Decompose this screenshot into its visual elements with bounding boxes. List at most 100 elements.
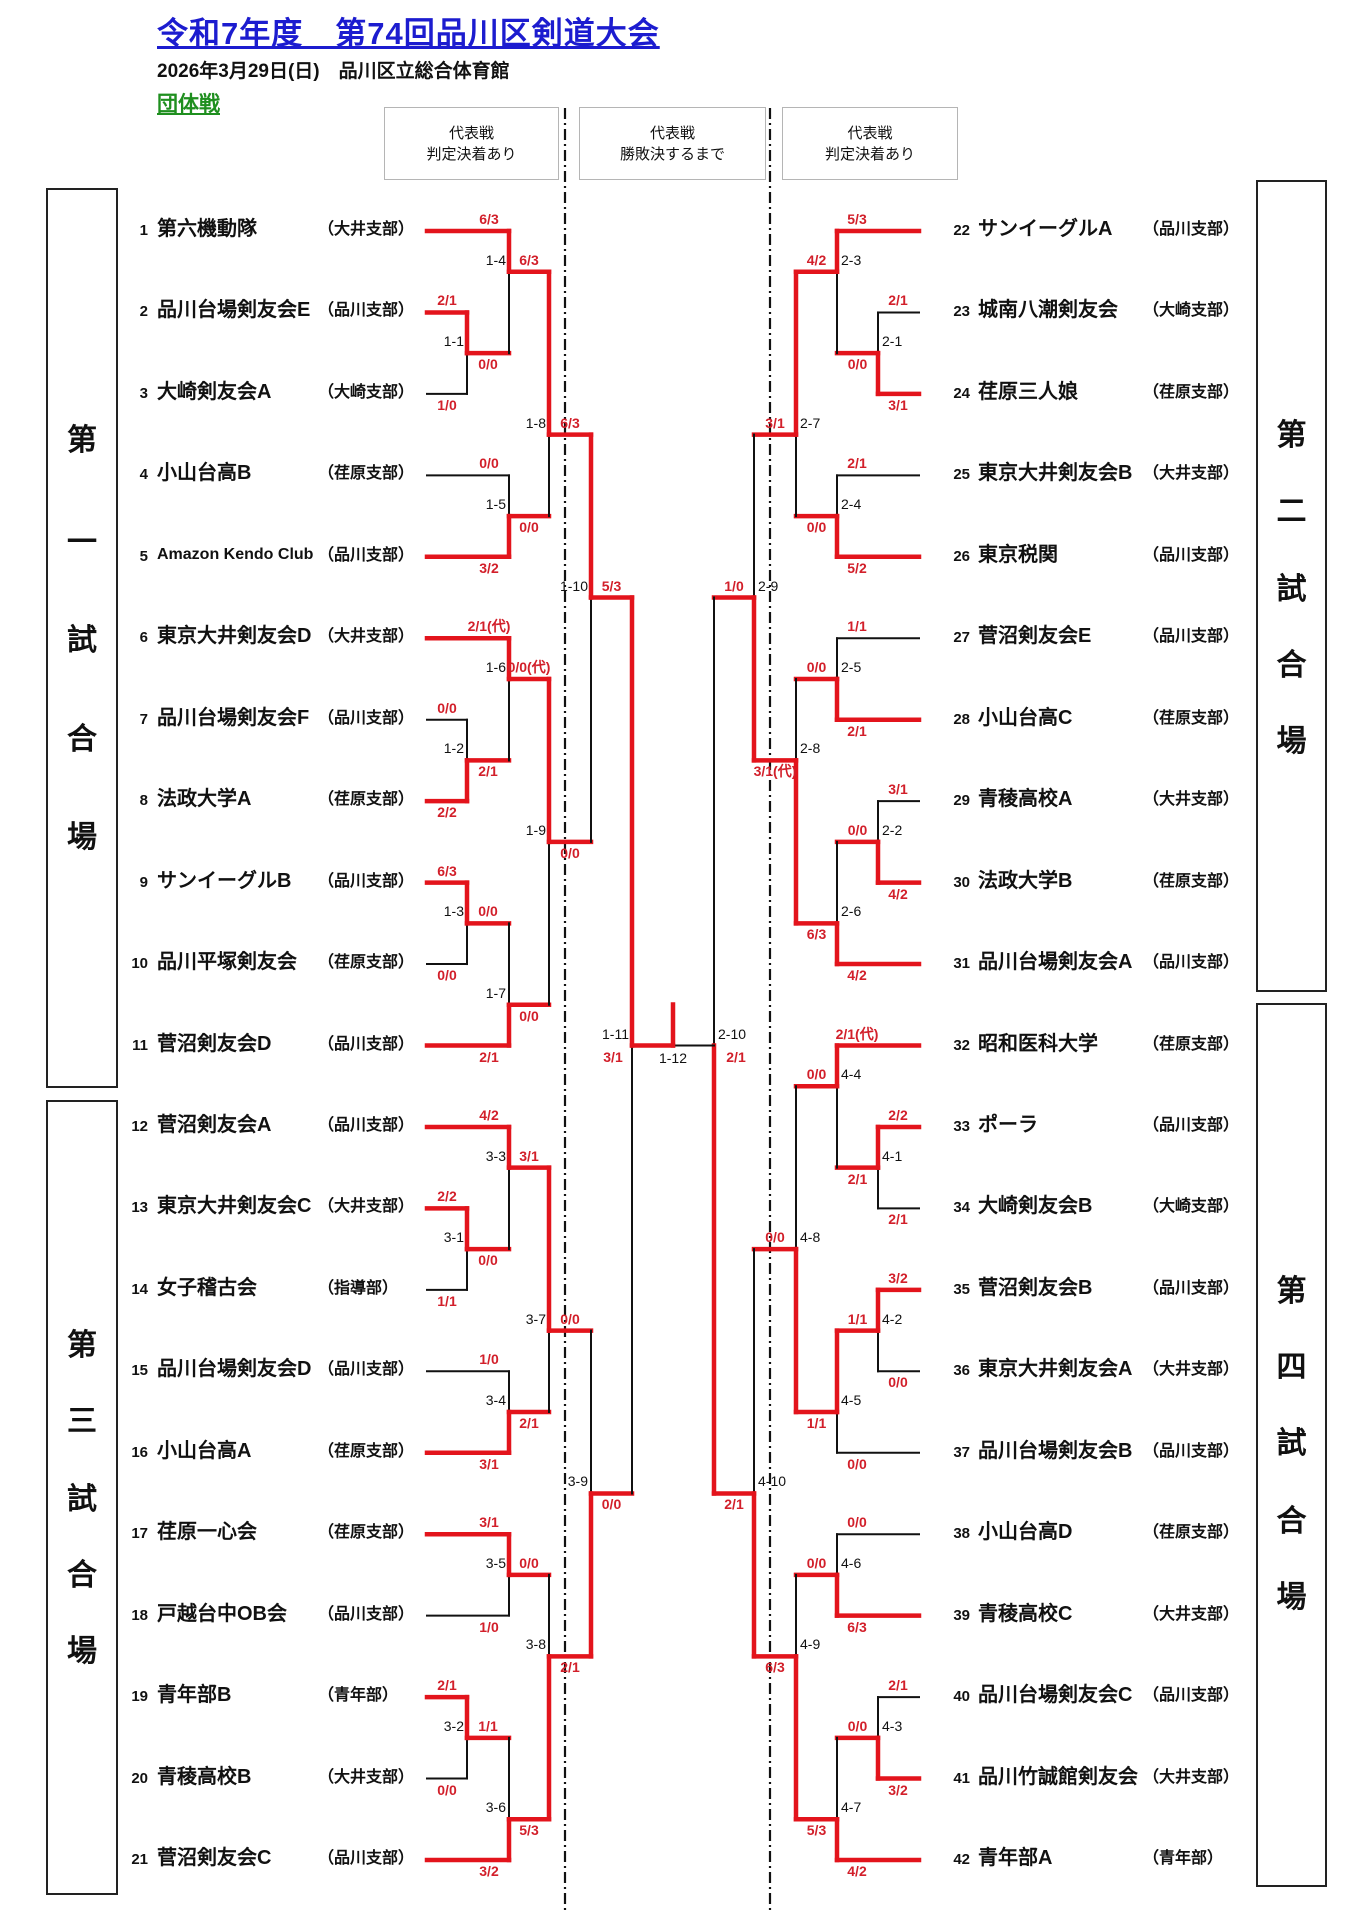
team-name: 品川台場剣友会E — [157, 299, 311, 322]
team-branch: （大崎支部） — [1143, 302, 1240, 320]
team-number: 39 — [953, 1606, 970, 1624]
team-name: 法政大学B — [978, 869, 1073, 892]
match-score: 0/0 — [847, 356, 868, 373]
match-id: 4-8 — [800, 1229, 821, 1246]
venue-fourth-char: 第 — [1276, 1275, 1307, 1308]
team-score: 2/1 — [479, 1048, 499, 1065]
match-score: 0/0 — [806, 519, 827, 536]
team-name: 小山台高B — [157, 462, 252, 485]
team-number: 27 — [953, 629, 970, 647]
team-branch: （大井支部） — [318, 628, 415, 646]
team-number: 38 — [953, 1525, 970, 1543]
match-score: 0/0 — [560, 1310, 580, 1327]
team-number: 33 — [953, 1117, 970, 1135]
team-number: 29 — [953, 792, 970, 810]
team-branch: （品川支部） — [318, 546, 415, 564]
team-branch: （荏原支部） — [318, 1442, 415, 1460]
team-score: 3/1 — [479, 1455, 499, 1472]
match-score: 2/1 — [847, 1170, 868, 1187]
team-name: 菅沼剣友会D — [157, 1032, 272, 1055]
rule-box-center-line2: 勝敗決するまで — [619, 145, 725, 163]
match-score: 1/1 — [847, 1310, 868, 1327]
team-number: 16 — [131, 1443, 148, 1461]
team-branch: （品川支部） — [1143, 1442, 1240, 1460]
team-branch: （大井支部） — [1143, 1768, 1240, 1786]
team-number: 25 — [953, 466, 970, 484]
venue-second-char: 第 — [1276, 419, 1307, 452]
match-id: 1-10 — [559, 577, 588, 594]
match-score: 3/1 — [765, 414, 785, 431]
match-score: 0/0 — [806, 1066, 827, 1083]
team-number: 21 — [131, 1851, 148, 1868]
match-score: 2/1 — [560, 1659, 580, 1676]
team-number: 7 — [139, 710, 148, 728]
team-number: 11 — [132, 1036, 148, 1054]
team-name: 菅沼剣友会A — [157, 1113, 272, 1136]
team-number: 13 — [131, 1199, 148, 1217]
venue-box-second: 第二試合場 — [1256, 180, 1327, 992]
team-branch: （品川支部） — [1143, 1279, 1240, 1297]
team-name: 法政大学A — [157, 788, 252, 811]
venue-first-char: 合 — [67, 723, 97, 756]
team-number: 8 — [139, 792, 148, 810]
rule-box-left-line1: 代表戦 — [448, 124, 494, 142]
match-id: 3-7 — [525, 1310, 546, 1327]
team-name: 荏原三人娘 — [978, 380, 1078, 403]
team-score: 2/1 — [847, 455, 867, 472]
team-name: 大崎剣友会B — [978, 1195, 1093, 1218]
team-branch: （大井支部） — [1143, 1361, 1240, 1379]
team-score: 3/1 — [888, 781, 908, 798]
team-number: 22 — [953, 222, 970, 239]
team-score: 0/0 — [888, 1374, 908, 1391]
team-name: サンイーグルB — [157, 869, 292, 892]
team-name: 東京大井剣友会A — [978, 1358, 1133, 1381]
team-name: 青年部A — [978, 1847, 1053, 1869]
match-score: 0/0 — [519, 1554, 539, 1571]
team-name: 青稜高校C — [978, 1602, 1073, 1625]
team-branch: （荏原支部） — [1143, 383, 1240, 401]
team-score: 2/1 — [888, 1677, 908, 1694]
team-score: 3/2 — [888, 1781, 908, 1798]
team-number: 12 — [131, 1117, 148, 1135]
team-branch: （品川支部） — [318, 872, 415, 890]
team-name: 荏原一心会 — [157, 1521, 257, 1544]
venue-box-fourth: 第四試合場 — [1256, 1003, 1327, 1887]
team-score: 6/3 — [437, 862, 457, 879]
match-id: 3-5 — [485, 1554, 506, 1571]
team-score: 5/2 — [847, 559, 867, 576]
venue-second-char: 場 — [1276, 725, 1307, 758]
category-link[interactable]: 団体戦 — [157, 93, 220, 116]
page-title[interactable]: 令和7年度 第74回品川区剣道大会 — [157, 16, 660, 51]
venue-third-char: 三 — [67, 1405, 97, 1438]
match-score: 2/1 — [726, 1048, 746, 1065]
team-number: 4 — [139, 466, 148, 484]
match-id: 2-9 — [758, 577, 779, 594]
match-id: 2-4 — [841, 496, 862, 513]
match-id: 1-11 — [602, 1025, 629, 1042]
team-score: 6/3 — [847, 1618, 867, 1635]
team-score: 3/2 — [479, 1863, 499, 1879]
match-score: 1/1 — [806, 1415, 827, 1432]
team-number: 10 — [131, 955, 148, 973]
team-branch: （指導部） — [318, 1279, 399, 1297]
team-name: 第六機動隊 — [157, 218, 257, 240]
team-score: 1/0 — [479, 1351, 499, 1368]
match-id: 4-10 — [758, 1473, 787, 1490]
team-name: 小山台高C — [978, 706, 1073, 729]
team-branch: （荏原支部） — [1143, 1524, 1240, 1542]
team-score: 2/1(代) — [467, 618, 511, 635]
venue-fourth-char: 試 — [1276, 1427, 1307, 1460]
team-score: 2/1 — [888, 1211, 908, 1228]
team-name: 戸越台中OB会 — [157, 1602, 287, 1625]
team-number: 2 — [139, 303, 148, 321]
team-branch: （品川支部） — [1143, 954, 1240, 972]
match-id: 1-7 — [485, 984, 506, 1001]
rule-box-center-line1: 代表戦 — [649, 124, 695, 142]
match-id: 4-9 — [800, 1636, 821, 1653]
team-branch: （荏原支部） — [318, 1524, 415, 1542]
match-score: 2/1 — [478, 763, 498, 780]
team-score: 2/2 — [437, 1188, 457, 1205]
team-name: ポーラ — [978, 1113, 1038, 1136]
venue-box-first: 第一試合場 — [46, 188, 118, 1088]
match-id: 2-2 — [882, 821, 903, 838]
